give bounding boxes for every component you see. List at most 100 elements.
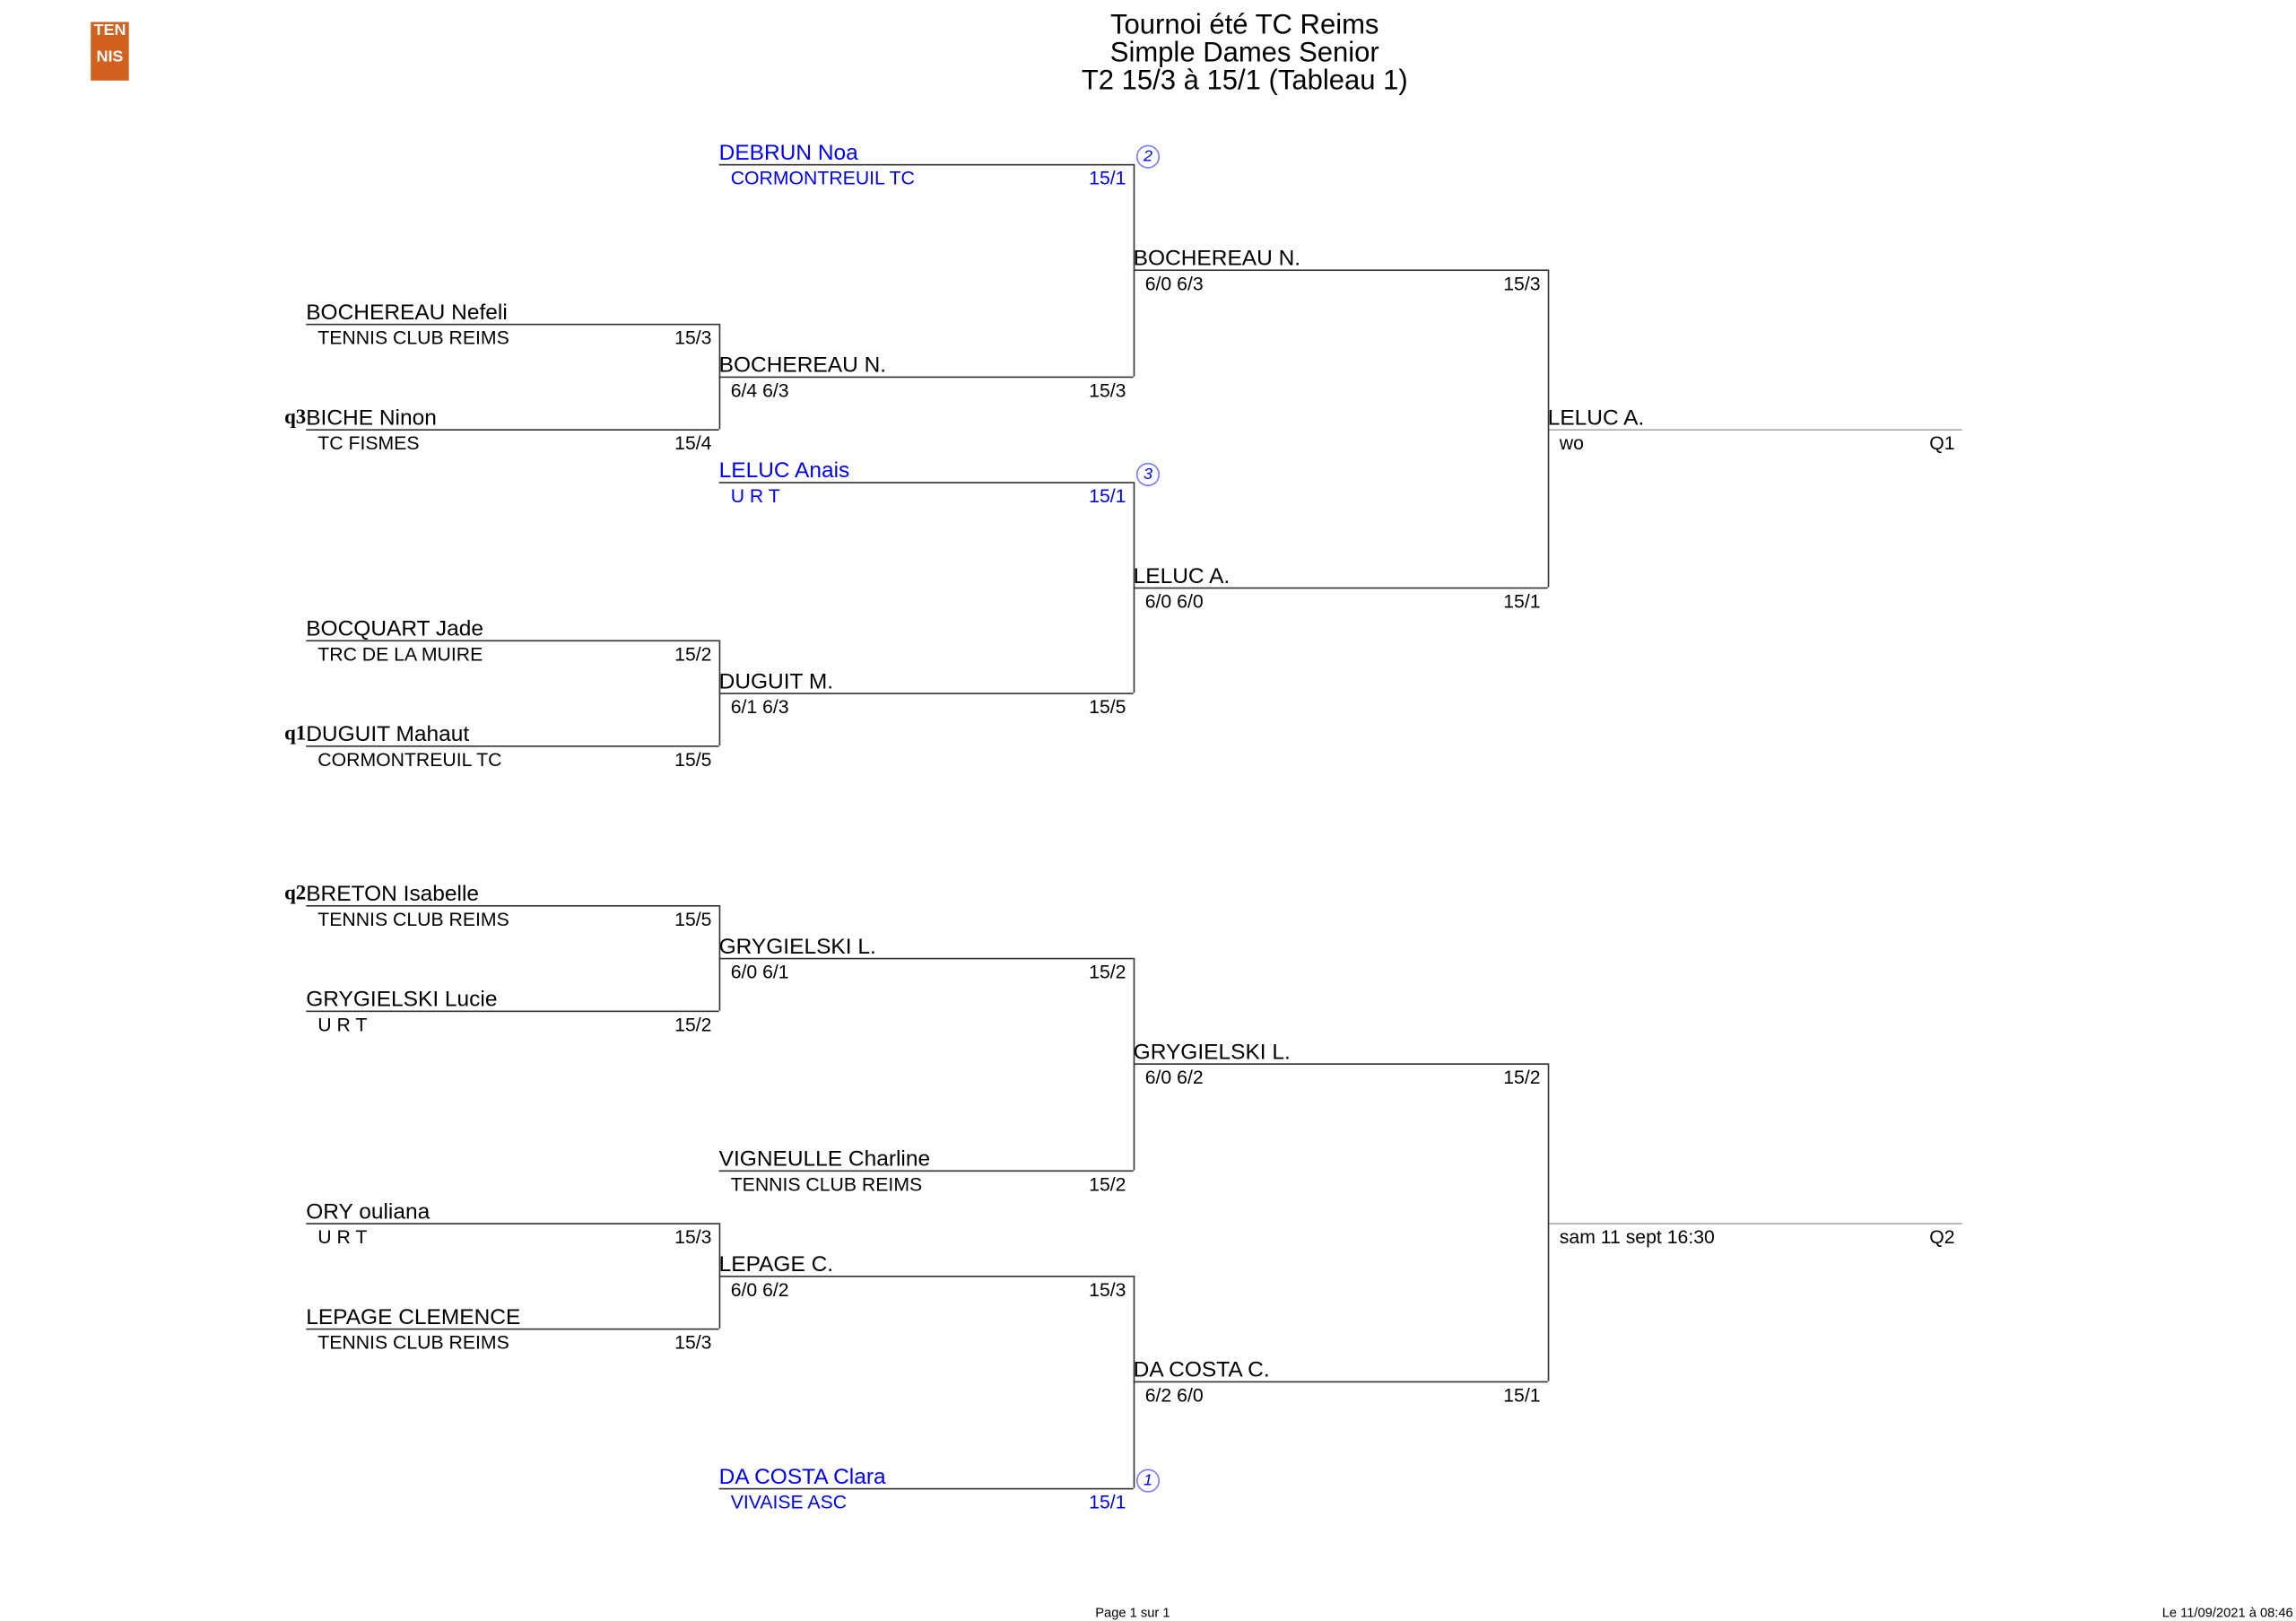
match-score: 6/0 6/2 [730, 1278, 789, 1301]
bracket-connector [1133, 482, 1135, 693]
draw-entry: GRYGIELSKI L.6/0 6/1 15/2 [718, 935, 1134, 983]
player-club: U R T [317, 1225, 368, 1249]
draw-entry: DUGUIT M.6/1 6/3 15/5 [718, 670, 1134, 718]
player-name: LELUC Anais [718, 458, 850, 484]
draw-title: T2 15/3 à 15/1 (Tableau 1) [1081, 65, 1408, 97]
bracket-line [306, 1328, 719, 1330]
seed-badge: 2 [1135, 144, 1161, 169]
bracket-line [718, 1276, 1134, 1277]
player-name: DA COSTA C. [1133, 1357, 1270, 1383]
player-ranking: 15/2 [674, 642, 712, 666]
seed-badge: 1 [1135, 1468, 1161, 1493]
bracket-connector [1133, 1276, 1135, 1488]
player-ranking: 15/5 [674, 748, 712, 771]
player-name: LELUC A. [1133, 563, 1231, 589]
player-ranking: 15/1 [1089, 1491, 1126, 1513]
bracket-line [718, 376, 1134, 379]
player-ranking: 15/1 [1089, 167, 1126, 189]
print-date: Le 11/09/2021 à 08:46 [2161, 1605, 2293, 1620]
bracket-line [718, 1487, 1134, 1490]
player-ranking: 15/3 [674, 327, 712, 349]
player-name: GRYGIELSKI Lucie [306, 987, 498, 1013]
player-ranking: 15/1 [1503, 589, 1541, 613]
bracket-line [306, 640, 719, 642]
page-number: Page 1 sur 1 [1095, 1605, 1170, 1620]
player-ranking: Q1 [1929, 431, 1955, 455]
player-name: BOCHEREAU N. [718, 353, 887, 379]
player-club: TRC DE LA MUIRE [317, 642, 483, 666]
match-score: 6/0 6/1 [730, 961, 789, 983]
tournament-title: Tournoi été TC Reims [1110, 10, 1379, 41]
player-name: DEBRUN Noa [718, 140, 858, 166]
player-name: ORY ouliana [306, 1199, 430, 1224]
player-ranking: 15/2 [1503, 1066, 1541, 1089]
player-club: U R T [317, 1013, 368, 1036]
player-name: BOCHEREAU Nefeli [306, 300, 508, 326]
draw-entry: LELUC A.6/0 6/0 15/1 [1133, 564, 1548, 612]
bracket-line [306, 429, 719, 431]
player-club: TENNIS CLUB REIMS [317, 327, 509, 349]
match-score: 6/0 6/3 [1144, 272, 1204, 295]
bracket-connector [1547, 269, 1550, 588]
bracket-line [1547, 429, 1962, 431]
player-ranking: 15/2 [674, 1013, 712, 1036]
player-ranking: 15/1 [1089, 484, 1126, 507]
player-name: BICHE Ninon [306, 405, 437, 431]
player-club: VIVAISE ASC [730, 1491, 848, 1513]
bracket-line [718, 693, 1134, 694]
match-score: sam 11 sept 16:30 [1559, 1225, 1715, 1249]
bracket-line [718, 957, 1134, 960]
player-club: CORMONTREUIL TC [317, 748, 502, 771]
match-score: 6/0 6/2 [1144, 1066, 1204, 1089]
bracket-line [306, 904, 719, 907]
player-club: U R T [730, 484, 780, 507]
bracket-line [306, 745, 719, 747]
player-ranking: 15/5 [1089, 695, 1126, 718]
player-name: GRYGIELSKI L. [718, 934, 876, 960]
player-name: VIGNEULLE Charline [718, 1146, 931, 1172]
bracket-line [1133, 1381, 1548, 1383]
bracket-line [1547, 1223, 1962, 1224]
player-club: CORMONTREUIL TC [730, 167, 915, 189]
player-ranking: 15/3 [674, 1331, 712, 1354]
player-club: TENNIS CLUB REIMS [730, 1172, 923, 1196]
match-score: 6/1 6/3 [730, 695, 789, 718]
bracket-line [1133, 269, 1548, 272]
player-name: LELUC A. [1547, 405, 1645, 431]
qualifier-tag: q2 [284, 883, 307, 905]
bracket-connector [718, 1223, 721, 1329]
player-name: BRETON Isabelle [306, 881, 480, 907]
draw-entry: LELUC A.wo Q1 [1547, 406, 1962, 454]
player-ranking: 15/3 [1089, 379, 1126, 402]
match-score: 6/2 6/0 [1144, 1383, 1204, 1407]
player-ranking: 15/2 [1089, 1172, 1126, 1196]
player-name: DUGUIT M. [718, 669, 834, 694]
player-name: DA COSTA Clara [718, 1464, 886, 1490]
match-score: 6/0 6/0 [1144, 589, 1204, 613]
player-club: TC FISMES [317, 431, 420, 455]
player-ranking: 15/2 [1089, 961, 1126, 983]
bracket-connector [1133, 957, 1135, 1171]
player-name: LEPAGE C. [718, 1251, 834, 1277]
match-score: wo [1559, 431, 1584, 455]
fft-tennis-logo: TEN NIS [91, 22, 129, 81]
player-name: GRYGIELSKI L. [1133, 1040, 1291, 1065]
bracket-connector [718, 323, 721, 430]
player-name: BOCQUART Jade [306, 616, 484, 642]
bracket-line [1133, 1063, 1548, 1065]
player-name: DUGUIT Mahaut [306, 721, 470, 747]
bracket-line [306, 323, 719, 326]
